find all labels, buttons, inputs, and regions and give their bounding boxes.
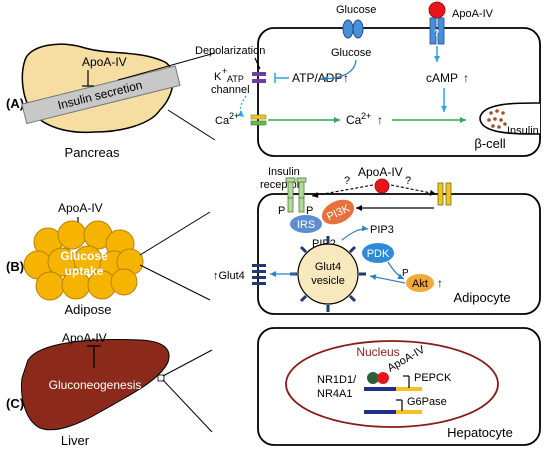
katp-channel-icon — [252, 72, 266, 83]
unknown-receptor-icon — [437, 182, 452, 206]
apoa4-ball-c — [377, 372, 389, 384]
apoa4-to-insulin-receptor — [311, 184, 374, 198]
phospho-p-right: P — [306, 205, 313, 217]
glucose-transporter-icon — [342, 19, 364, 39]
question-left-b: ? — [344, 175, 350, 187]
adipocyte-apoa4-label: ApoA-IV — [358, 165, 403, 179]
akt-label: Akt — [412, 278, 428, 290]
liver-shape — [21, 339, 170, 431]
katp-plus: + — [222, 66, 227, 76]
insulin-granules — [487, 109, 507, 129]
zoom-line-a-top — [117, 52, 216, 81]
panel-c-label: (C) — [6, 396, 24, 411]
panel-b: (B) ApoA-IV Glucose uptake Adipose Adipo… — [6, 165, 541, 317]
panel-b-label: (B) — [6, 259, 24, 274]
zoom-line-b-bottom — [139, 264, 211, 301]
pancreas-label: Pancreas — [65, 145, 120, 160]
glut4-vesicle — [297, 243, 359, 305]
akt-node — [406, 274, 434, 292]
beta-cell-membrane — [257, 27, 541, 157]
glucose-to-atp-arrow — [321, 59, 357, 82]
glut4-up-label: ↑Glut4 — [213, 270, 245, 282]
akt-up-arrow: ↑ — [437, 276, 443, 290]
insulin-secretion-band — [21, 65, 181, 125]
adipose-label: Adipose — [65, 302, 112, 317]
depolarization-arrow — [254, 57, 261, 70]
question-right-b: ? — [405, 175, 411, 187]
pancreas-apoa4-label: ApoA-IV — [82, 55, 127, 69]
glucose-uptake-line2: uptake — [65, 264, 104, 278]
apoa4-receptor-a — [429, 17, 445, 45]
ca-channel-icon — [250, 114, 267, 126]
pdk-label: PDK — [367, 248, 390, 260]
adipocyte-label: Adipocyte — [453, 290, 510, 305]
pdk-to-akt-arrow — [387, 261, 405, 280]
katp-sub: ATP — [227, 74, 244, 84]
glucose-uptake-line1: Glucose — [60, 249, 108, 263]
apoa4-ball-b — [374, 178, 390, 194]
phospho-p-akt: P — [402, 268, 409, 279]
ca-cell-label: Ca — [346, 113, 362, 127]
pi3k-node — [321, 199, 355, 225]
akt-to-vesicle-arrow — [369, 274, 406, 284]
insulin-label: Insulin — [507, 125, 539, 137]
nr1d1-label: NR1D1/ — [317, 374, 357, 386]
vesicle-label-line1: Glut4 — [315, 261, 341, 273]
pepck-label: PEPCK — [414, 372, 452, 384]
liver-apoa4-label: ApoA-IV — [62, 331, 107, 345]
vesicle-label-line2: vesicle — [311, 275, 345, 287]
pip2-to-pip3-arrow — [341, 225, 369, 241]
phospho-p-left: P — [278, 205, 285, 217]
glucose-in-label: Glucose — [331, 47, 371, 59]
atp-adp-label: ATP/ADP — [292, 71, 342, 85]
pip3-label: PIP3 — [370, 224, 394, 236]
zoom-line-a-bottom — [167, 109, 216, 141]
apoa4-ball-a — [428, 1, 446, 19]
adipose-apoa4-label: ApoA-IV — [58, 201, 103, 215]
panel-c: (C) ApoA-IV Gluconeogenesis Liver Hepato… — [6, 327, 541, 448]
zoom-line-c-bottom — [162, 379, 213, 433]
camp-up-arrow: ↑ — [463, 71, 469, 85]
ca-up-arrow: ↑ — [377, 113, 383, 127]
liver-zoom-box — [157, 374, 165, 382]
g6pase-gene — [364, 399, 422, 414]
adipose-cluster — [23, 220, 144, 301]
katp-dotted-arrow — [237, 95, 247, 118]
beta-cell-label: β-cell — [474, 136, 505, 151]
ca-in-label: Ca — [215, 115, 230, 127]
apoa4-to-unknown-receptor — [390, 184, 437, 196]
ca-in-sup: 2+ — [229, 111, 239, 121]
gluconeogenesis-label: Gluconeogenesis — [49, 378, 142, 392]
irs-label: IRS — [297, 219, 315, 231]
insulin-receptor-line1: Insulin — [268, 166, 300, 178]
insulin-receptor-icon — [285, 177, 307, 213]
zoom-line-b-top — [139, 211, 211, 256]
hepatocyte-label: Hepatocyte — [447, 425, 513, 440]
camp-label: cAMP — [426, 71, 458, 85]
receptor-question-a: ? — [434, 28, 439, 38]
irs-node — [290, 215, 322, 233]
pdk-node — [362, 243, 394, 263]
katp-k: K — [214, 71, 222, 83]
membrane-glut4-marker — [252, 264, 266, 285]
ca-cell-sup: 2+ — [361, 111, 371, 121]
vesicle-glut4-markers — [290, 236, 366, 312]
nr4a1-label: NR4A1 — [317, 388, 352, 400]
tf-ball — [367, 372, 379, 384]
g6pase-label: G6Pase — [407, 396, 447, 408]
atp-up-arrow: ↑ — [343, 71, 349, 85]
depolarization-label: Depolarization — [195, 45, 265, 57]
panel-a-label: (A) — [6, 96, 24, 111]
panel-a: (A) Insulin secretion ApoA-IV Pancreas β… — [6, 1, 541, 160]
katp-channel-text: channel — [211, 84, 250, 96]
glucose-out-label: Glucose — [336, 4, 376, 16]
nucleus-outline — [285, 340, 499, 428]
liver-label: Liver — [61, 433, 90, 448]
nucleus-label: Nucleus — [356, 345, 399, 359]
zoom-line-c-top — [162, 349, 213, 377]
pepck-gene — [364, 375, 422, 391]
apoa4-cell-label-a: ApoA-IV — [452, 8, 494, 20]
exocytosis-pocket — [479, 102, 541, 135]
